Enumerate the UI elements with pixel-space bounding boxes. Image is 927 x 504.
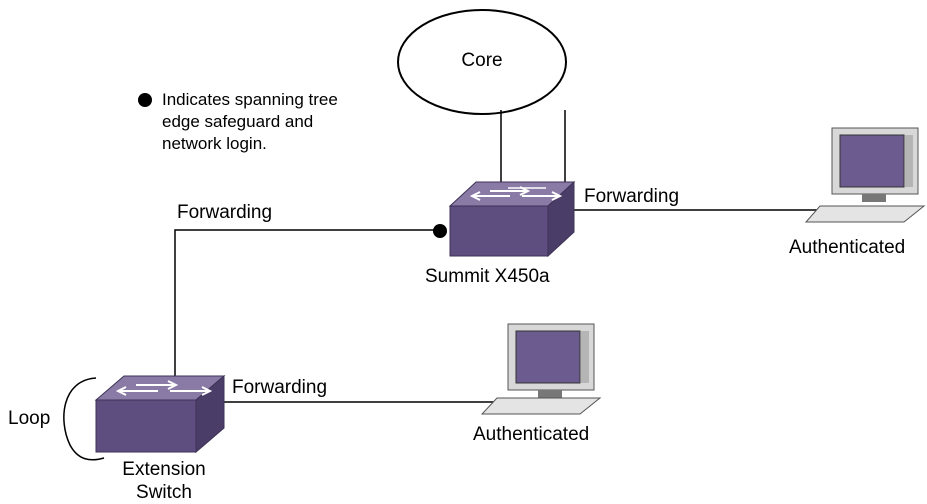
host-right-computer-icon xyxy=(804,127,926,223)
loop-label: Loop xyxy=(8,408,51,429)
edge-safeguard-marker-icon xyxy=(433,224,447,238)
host-bottom-computer-icon xyxy=(480,323,602,415)
legend-text: Indicates spanning tree edge safeguard a… xyxy=(162,89,338,155)
extension-switch-label: Extension Switch xyxy=(102,458,226,504)
extension-switch-label-line2: Switch xyxy=(136,482,192,503)
extension-switch-icon xyxy=(94,374,226,454)
legend-line-2: edge safeguard and xyxy=(162,112,314,131)
summit-to-host-label: Forwarding xyxy=(584,186,680,207)
extension-to-host-label: Forwarding xyxy=(232,377,328,398)
summit-switch-label: Summit X450a xyxy=(425,266,550,287)
legend-line-3: network login. xyxy=(162,134,267,153)
extension-switch-label-line1: Extension xyxy=(122,459,206,480)
core-ellipse xyxy=(397,9,567,115)
summit-switch-icon xyxy=(448,180,576,258)
summit-uplink-label: Forwarding xyxy=(177,202,273,223)
host-right-status: Authenticated xyxy=(789,237,906,258)
legend-bullet-icon xyxy=(138,93,152,107)
loop-arc xyxy=(63,377,105,461)
core-label: Core xyxy=(461,50,503,71)
host-bottom-status: Authenticated xyxy=(473,424,590,445)
summit-to-extension-link xyxy=(174,229,440,386)
legend-line-1: Indicates spanning tree xyxy=(162,90,338,109)
